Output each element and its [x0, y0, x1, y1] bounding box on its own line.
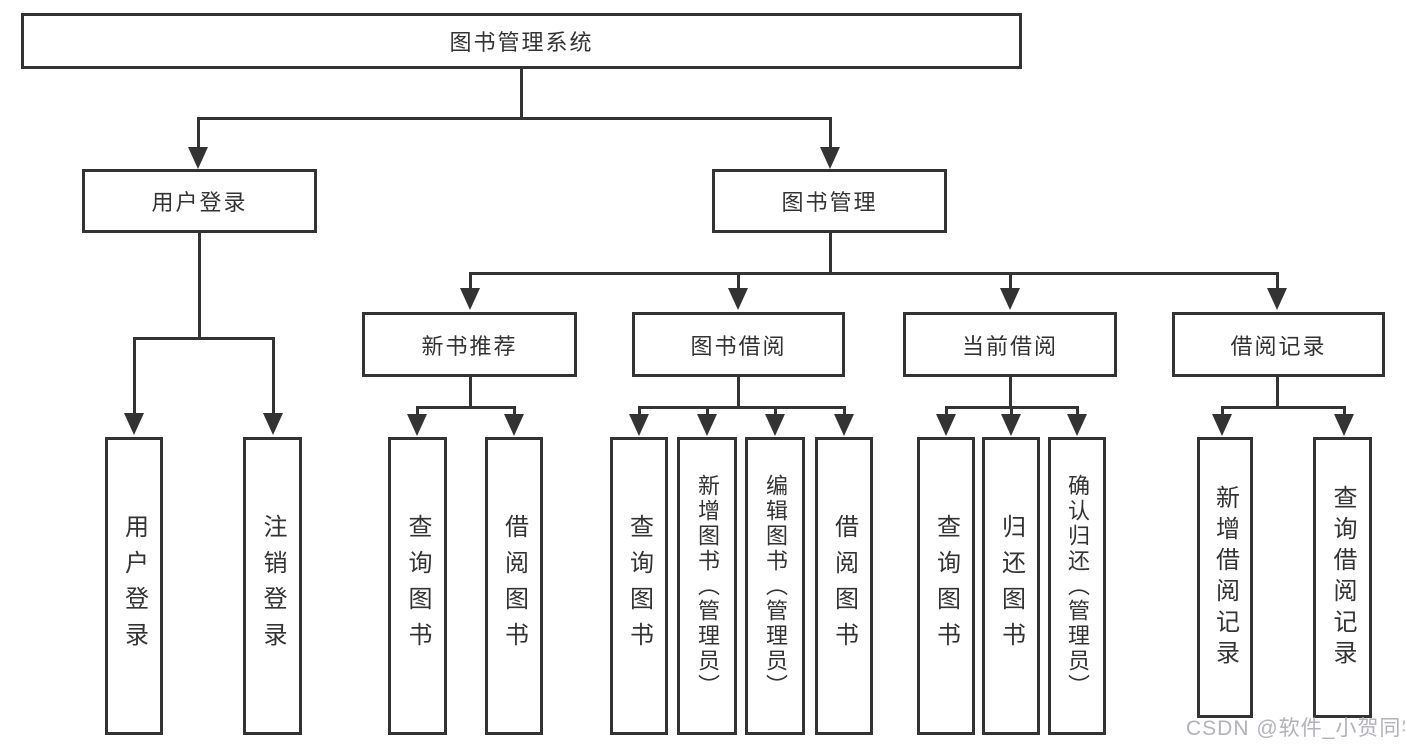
connector-root-bar	[197, 117, 832, 120]
connector-book-mgmt-bar	[469, 272, 1279, 275]
arrow-leaf	[1212, 414, 1232, 436]
connector-leaf	[416, 406, 419, 416]
node-root: 图书管理系统	[21, 13, 1022, 69]
arrow-to-leaf-login	[124, 413, 144, 435]
leaf-query-books-2: 查询图书	[610, 437, 668, 735]
arrow-to-book-borrow	[728, 288, 748, 310]
leaf-return-books: 归还图书	[982, 437, 1040, 735]
leaf-query-books-3: 查询图书	[917, 437, 975, 735]
arrow-leaf	[1334, 414, 1354, 436]
connector-leaf	[1010, 406, 1013, 416]
connector-to-book-borrow	[737, 272, 740, 292]
connector-to-user-login	[197, 117, 200, 151]
leaf-query-books-1: 查询图书	[388, 437, 447, 735]
connector-leaf	[706, 406, 709, 416]
arrow-to-book-management	[820, 147, 840, 169]
arrow-leaf	[407, 414, 427, 436]
node-new-book-recommend: 新书推荐	[362, 312, 577, 377]
connector-root-stem	[520, 69, 523, 117]
leaf-borrow-books-1: 借阅图书	[485, 437, 543, 735]
arrow-leaf	[1001, 414, 1021, 436]
connector-leaf	[1343, 406, 1346, 416]
leaf-query-borrow-record: 查询借阅记录	[1313, 437, 1372, 718]
node-book-management: 图书管理	[712, 169, 947, 233]
arrow-leaf	[834, 414, 854, 436]
leaf-confirm-return-admin: 确认归还（管理员）	[1048, 437, 1106, 735]
arrow-leaf	[504, 414, 524, 436]
node-borrow-records: 借阅记录	[1172, 312, 1385, 377]
leaf-add-borrow-record: 新增借阅记录	[1197, 437, 1253, 718]
connector-to-book-management	[829, 117, 832, 151]
connector-to-borrow-records	[1276, 272, 1279, 292]
arrow-to-borrow-records	[1267, 288, 1287, 310]
connector-leaf	[945, 406, 948, 416]
connector-new-book-stem	[469, 377, 472, 406]
arrow-to-user-login	[188, 147, 208, 169]
connector-to-leaf-logout	[272, 337, 275, 415]
arrow-to-current-borrow	[1000, 288, 1020, 310]
connector-user-login-bar	[133, 337, 275, 340]
connector-to-leaf-login	[133, 337, 136, 415]
connector-leaf	[638, 406, 641, 416]
arrow-leaf	[765, 414, 785, 436]
leaf-edit-books-admin: 编辑图书（管理员）	[745, 437, 805, 735]
leaf-logout: 注销登录	[243, 437, 302, 735]
connector-new-book-bar	[416, 406, 516, 409]
leaf-user-login: 用户登录	[105, 437, 163, 735]
connector-book-borrow-stem	[737, 377, 740, 406]
connector-leaf	[513, 406, 516, 416]
arrow-leaf	[936, 414, 956, 436]
connector-book-borrow-bar	[638, 406, 846, 409]
leaf-borrow-books-2: 借阅图书	[815, 437, 873, 735]
node-current-borrow: 当前借阅	[903, 312, 1117, 377]
arrow-leaf	[1067, 414, 1087, 436]
connector-leaf	[1076, 406, 1079, 416]
connector-leaf	[774, 406, 777, 416]
connector-current-borrow-stem	[1009, 377, 1012, 406]
connector-leaf	[1221, 406, 1224, 416]
connector-leaf	[843, 406, 846, 416]
arrow-to-leaf-logout	[263, 413, 283, 435]
connector-to-new-book	[469, 272, 472, 292]
node-user-login: 用户登录	[82, 169, 317, 233]
arrow-leaf	[697, 414, 717, 436]
arrow-to-new-book	[460, 288, 480, 310]
connector-to-current-borrow	[1009, 272, 1012, 292]
connector-borrow-records-bar	[1221, 406, 1346, 409]
node-book-borrow: 图书借阅	[632, 312, 845, 377]
arrow-leaf	[629, 414, 649, 436]
connector-borrow-records-stem	[1276, 377, 1279, 406]
leaf-add-books-admin: 新增图书（管理员）	[677, 437, 737, 735]
connector-user-login-stem	[198, 233, 201, 337]
connector-book-mgmt-stem	[829, 233, 832, 272]
watermark: CSDN @软件_小贺同学	[1186, 717, 1405, 740]
